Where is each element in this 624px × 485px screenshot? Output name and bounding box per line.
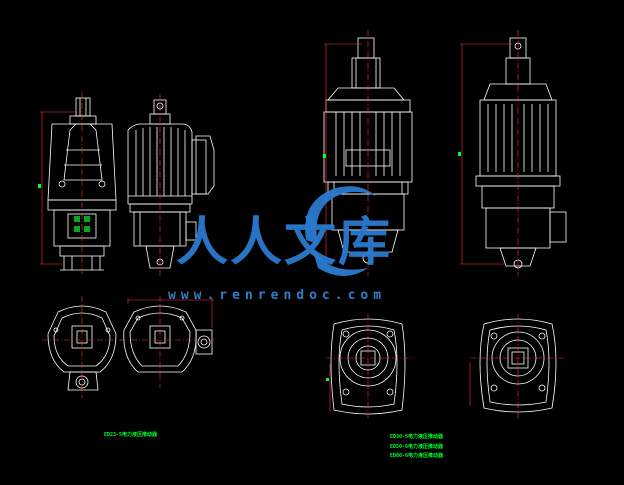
large-thruster-plan-dims xyxy=(326,314,566,420)
dimension-tick xyxy=(458,152,461,156)
watermark-brand-text: 人人文库 xyxy=(176,212,393,273)
dimension-tick xyxy=(326,378,329,381)
caption-large-thruster-3: ED80-6电力液压推动器 xyxy=(390,453,444,459)
large-thruster-side-dims xyxy=(460,30,519,276)
watermark-swirl-logo xyxy=(305,186,376,276)
small-thruster-front-nameplate xyxy=(74,216,90,232)
caption-large-thruster-1: ED30-5电力液压推动器 xyxy=(390,434,444,440)
small-thruster-front-dims xyxy=(40,92,83,274)
dimension-tick xyxy=(38,184,41,188)
small-thruster-side-view xyxy=(127,99,215,269)
dimension-tick xyxy=(323,154,326,158)
caption-small-thruster: ED23-5电力液压推动器 xyxy=(104,432,158,438)
watermark-url: www.renrendoc.com xyxy=(168,288,387,303)
small-thruster-plan-dims xyxy=(42,296,214,398)
caption-large-thruster-2: ED50-6电力液压推动器 xyxy=(390,444,444,450)
